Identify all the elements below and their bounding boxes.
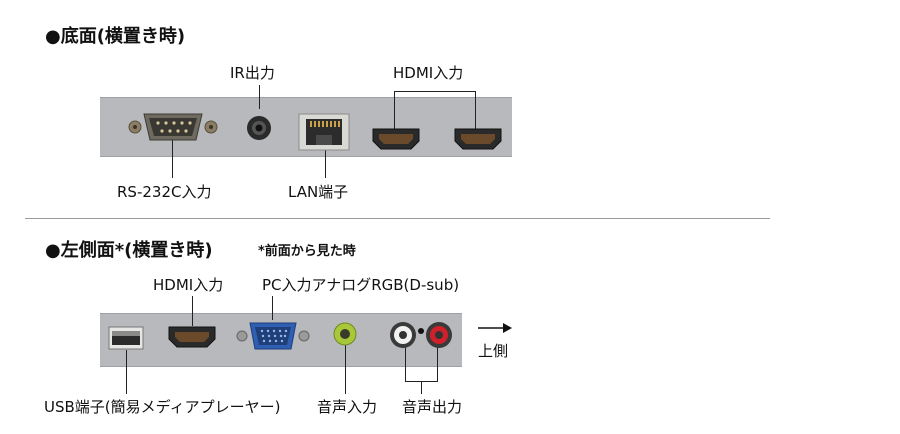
lan-leader-line <box>325 138 326 178</box>
audio-output-label: 音声出力 <box>402 398 463 416</box>
left-section-title: ●左側面*(横置き時) <box>45 240 213 261</box>
hdmi-bracket-left <box>394 91 395 129</box>
bottom-section-title: ●底面(横置き時) <box>45 26 186 47</box>
bottom-hdmi-port-1-icon <box>372 128 420 150</box>
hdmi-bracket-top <box>394 91 476 92</box>
bottom-hdmi-port-2-icon <box>454 128 502 150</box>
left-section-note: *前面から見た時 <box>258 244 356 259</box>
audio-in-leader-line <box>345 345 346 394</box>
left-hdmi-input-label: HDMI入力 <box>153 276 224 294</box>
left-hdmi-port-icon <box>168 326 216 348</box>
audio-output-rca-icon <box>390 322 452 348</box>
audio-out-bracket-left <box>405 345 406 381</box>
left-hdmi-leader-line <box>192 296 193 326</box>
audio-input-label: 音声入力 <box>317 398 378 416</box>
ir-output-label: IR出力 <box>230 64 275 82</box>
lan-port-icon <box>298 113 350 151</box>
hdmi-bracket-right <box>475 91 476 129</box>
arrow-right-icon <box>478 323 512 333</box>
rs232c-port-icon <box>128 113 218 141</box>
usb-port-label: USB端子(簡易メディアプレーヤー) <box>44 398 281 416</box>
pc-leader-line <box>272 296 273 320</box>
bottom-hdmi-input-label: HDMI入力 <box>393 64 464 82</box>
audio-out-leader-line <box>421 381 422 394</box>
rs232c-input-label: RS-232C入力 <box>117 183 212 201</box>
audio-out-bracket-right <box>437 345 438 381</box>
rs232c-leader-line <box>172 138 173 178</box>
usb-leader-line <box>126 350 127 394</box>
usb-port-icon <box>108 326 144 350</box>
lan-port-label: LAN端子 <box>288 183 349 201</box>
section-divider <box>25 218 770 219</box>
up-side-label: 上側 <box>478 342 509 360</box>
audio-input-jack-icon <box>333 322 357 346</box>
ir-jack-icon <box>247 116 271 140</box>
vga-dsub-port-icon <box>236 322 310 350</box>
pc-analog-rgb-label: PC入力アナログRGB(D-sub) <box>262 276 460 294</box>
ir-leader-line <box>259 85 260 109</box>
